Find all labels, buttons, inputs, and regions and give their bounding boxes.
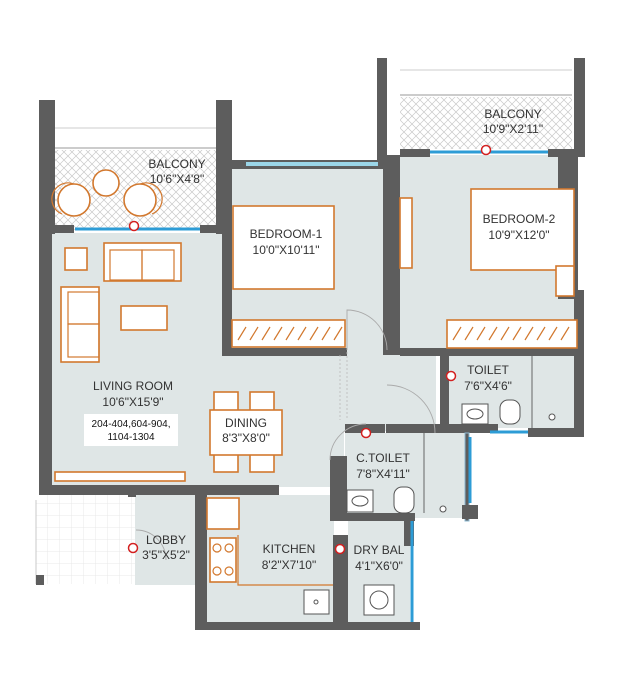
unit-note-box bbox=[84, 414, 178, 446]
lobby-name: LOBBY bbox=[146, 533, 186, 547]
bedroom2-furniture bbox=[399, 188, 578, 349]
entrance-marker-icon bbox=[480, 144, 492, 156]
tv-unit-icon bbox=[54, 471, 186, 482]
bed-icon bbox=[232, 205, 335, 290]
balcony-chair-icon bbox=[57, 183, 91, 217]
balcony-railings bbox=[35, 69, 572, 584]
sofa-icon bbox=[103, 242, 182, 282]
entrance-marker-icon bbox=[334, 543, 346, 555]
balcony-table-icon bbox=[92, 169, 120, 197]
toilet-fixtures bbox=[346, 356, 556, 514]
doors bbox=[135, 309, 436, 561]
c-toilet-size: 7'8"X4'11" bbox=[356, 467, 410, 481]
entrance-marker-icon bbox=[360, 427, 372, 439]
side-table-icon bbox=[555, 265, 575, 297]
bed-icon bbox=[470, 188, 575, 271]
bedroom1-name: BEDROOM-1 bbox=[250, 227, 323, 241]
balcony-living-name: BALCONY bbox=[148, 157, 205, 171]
wardrobe-icon bbox=[446, 319, 578, 349]
walls bbox=[36, 58, 585, 630]
sink-icon bbox=[303, 589, 330, 615]
unit-note-line2: 1104-1304 bbox=[107, 432, 155, 443]
coffee-table-icon bbox=[120, 305, 168, 331]
stove-icon bbox=[209, 537, 237, 583]
toilet-size: 7'6"X4'6" bbox=[464, 379, 512, 393]
entrance-marker-icon bbox=[127, 542, 139, 554]
bedroom1-furniture bbox=[231, 205, 346, 348]
shower-icon bbox=[439, 505, 447, 513]
lobby-floor bbox=[135, 487, 200, 585]
c-toilet-name: C.TOILET bbox=[356, 451, 410, 465]
living-name: LIVING ROOM bbox=[93, 379, 173, 393]
bedroom2-size: 10'9"X12'0" bbox=[488, 228, 549, 242]
room-labels: BALCONY 10'6"X4'8" BALCONY 10'9"X2'11" B… bbox=[92, 107, 556, 573]
sofa-icon bbox=[60, 286, 100, 363]
entrance-markers bbox=[127, 144, 492, 555]
dry-bal-name: DRY BAL bbox=[354, 543, 405, 557]
balcony-living-size: 10'6"X4'8" bbox=[150, 172, 204, 186]
entrance-marker-icon bbox=[445, 370, 457, 382]
dry-bal-size: 4'1"X6'0" bbox=[355, 559, 403, 573]
kitchen-name: KITCHEN bbox=[263, 542, 316, 556]
shower-icon bbox=[548, 413, 556, 421]
dining-size: 8'3"X8'0" bbox=[222, 431, 270, 445]
dining-name: DINING bbox=[225, 416, 267, 430]
living-size: 10'6"X15'9" bbox=[102, 395, 163, 409]
lobby-outside-tiles bbox=[36, 492, 136, 584]
toilet-icon bbox=[499, 399, 521, 425]
living-furniture bbox=[54, 242, 186, 482]
balcony-chair-icon bbox=[123, 183, 157, 217]
balcony-seating bbox=[51, 169, 163, 217]
toilet-name: TOILET bbox=[467, 363, 509, 377]
toilet-icon bbox=[393, 486, 415, 514]
balcony-bed2-name: BALCONY bbox=[484, 107, 541, 121]
entrance-marker-icon bbox=[128, 220, 140, 232]
washing-machine-icon bbox=[363, 584, 395, 616]
balcony-bed2-floor bbox=[400, 97, 572, 149]
kitchen-size: 8'2"X7'10" bbox=[262, 558, 316, 572]
lobby-size: 3'5"X5'2" bbox=[142, 548, 190, 562]
balcony-bed2-size: 10'9"X2'11" bbox=[483, 122, 543, 136]
fridge-icon bbox=[206, 497, 240, 530]
unit-note-line1: 204-404,604-904, bbox=[92, 419, 171, 430]
bedroom1-size: 10'0"X10'11" bbox=[253, 243, 320, 257]
wardrobe-icon bbox=[231, 319, 346, 348]
side-table-icon bbox=[64, 247, 88, 271]
dresser-icon bbox=[399, 197, 413, 269]
dining-table-icon bbox=[209, 391, 283, 473]
kitchen-fixtures bbox=[206, 497, 395, 616]
bedroom2-name: BEDROOM-2 bbox=[483, 212, 556, 226]
